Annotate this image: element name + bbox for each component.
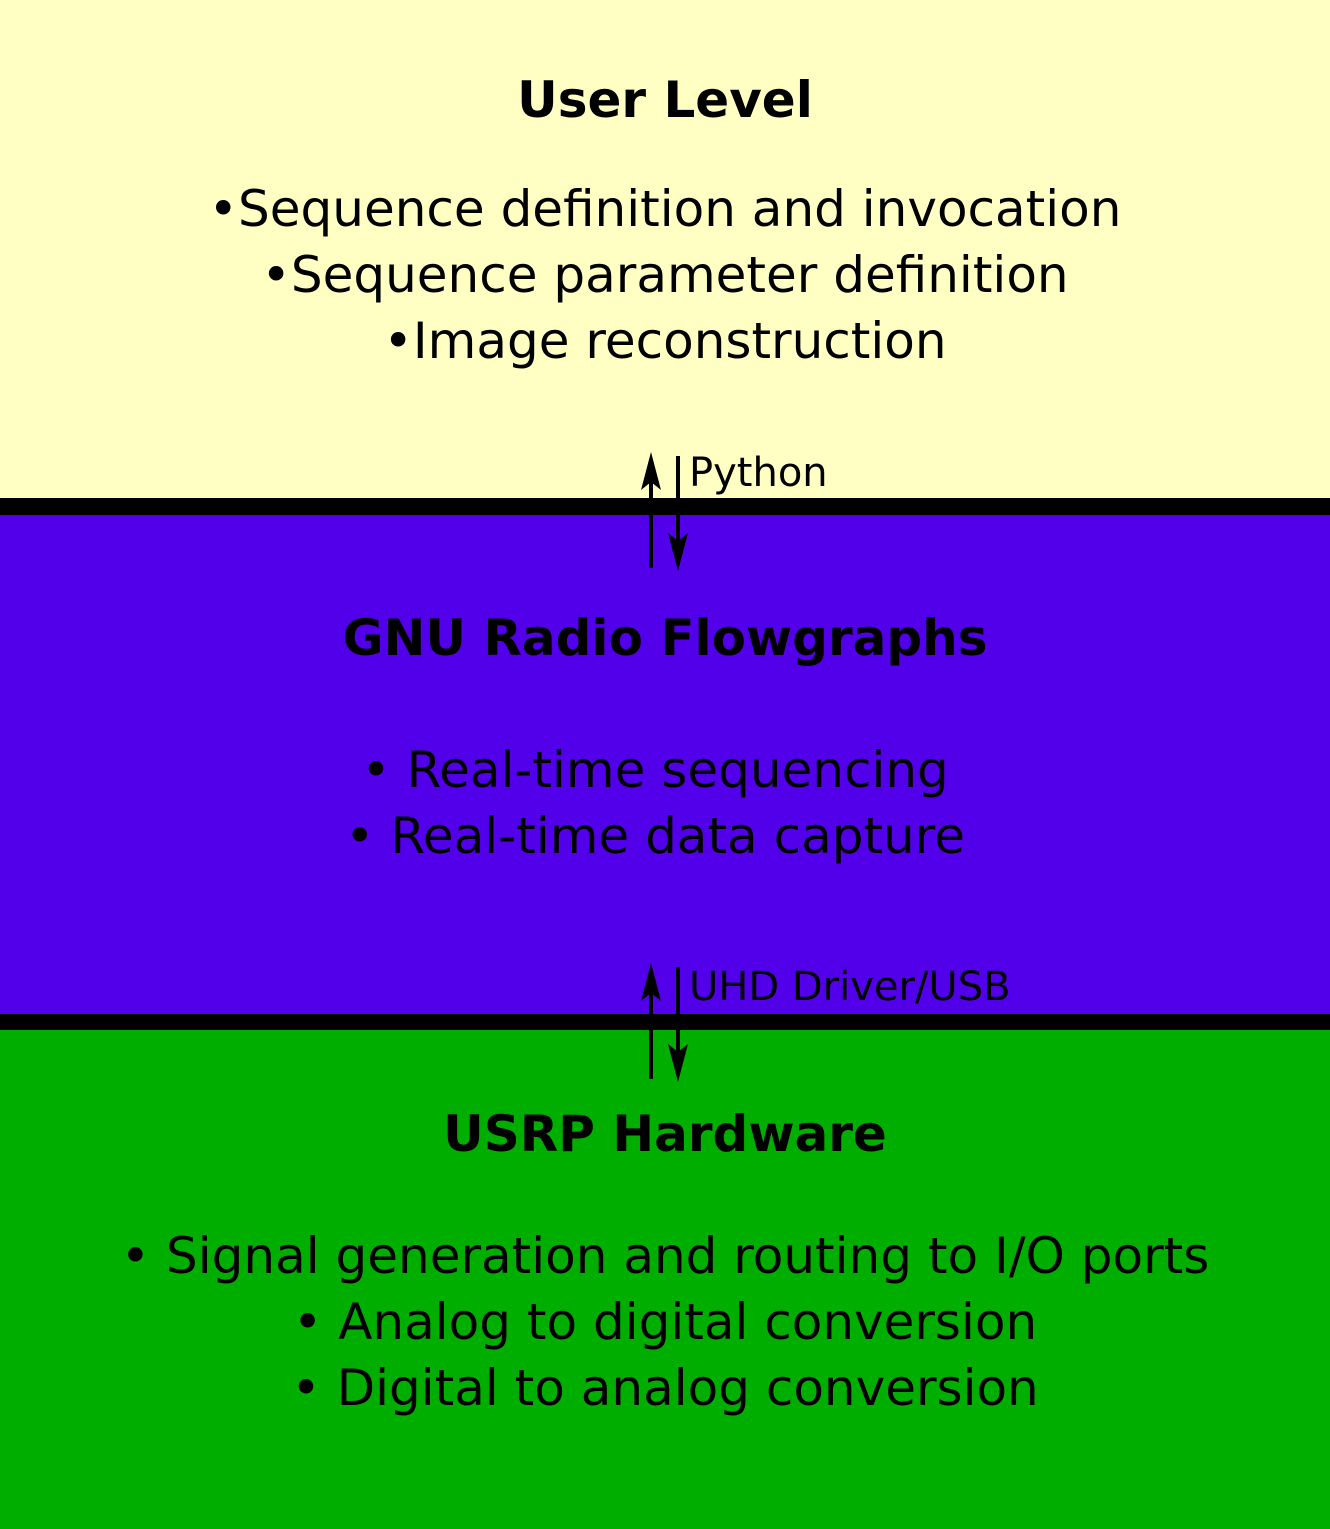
uhd-interface-label: UHD Driver/USB: [689, 964, 1011, 1010]
bullet-item: •Sequence definition and invocation: [208, 180, 1122, 238]
user-level-layer: User Level •Sequence definition and invo…: [0, 0, 1330, 498]
usrp-hardware-bullets: • Signal generation and routing to I/O p…: [0, 1223, 1330, 1421]
usrp-hardware-layer: USRP Hardware • Signal generation and ro…: [0, 1030, 1330, 1529]
python-interface-label: Python: [689, 450, 828, 496]
user-level-bullets: •Sequence definition and invocation •Seq…: [0, 176, 1330, 374]
bullet-item: •Sequence parameter definition: [261, 246, 1069, 304]
bullet-item: • Digital to analog conversion: [291, 1359, 1039, 1417]
bullet-item: • Signal generation and routing to I/O p…: [120, 1227, 1210, 1285]
gnu-radio-title: GNU Radio Flowgraphs: [342, 609, 988, 667]
bullet-item: • Real-time data capture: [345, 807, 965, 865]
layer-divider-top: [0, 498, 1330, 515]
bullet-item: •Image reconstruction: [383, 312, 947, 370]
user-level-title: User Level: [517, 71, 813, 129]
gnu-radio-bullets: • Real-time sequencing • Real-time data …: [0, 737, 1320, 869]
bullet-item: • Analog to digital conversion: [292, 1293, 1038, 1351]
layer-divider-bottom: [0, 1014, 1330, 1030]
gnu-radio-layer: GNU Radio Flowgraphs • Real-time sequenc…: [0, 515, 1330, 1014]
usrp-hardware-title: USRP Hardware: [443, 1105, 887, 1163]
bullet-item: • Real-time sequencing: [361, 741, 949, 799]
